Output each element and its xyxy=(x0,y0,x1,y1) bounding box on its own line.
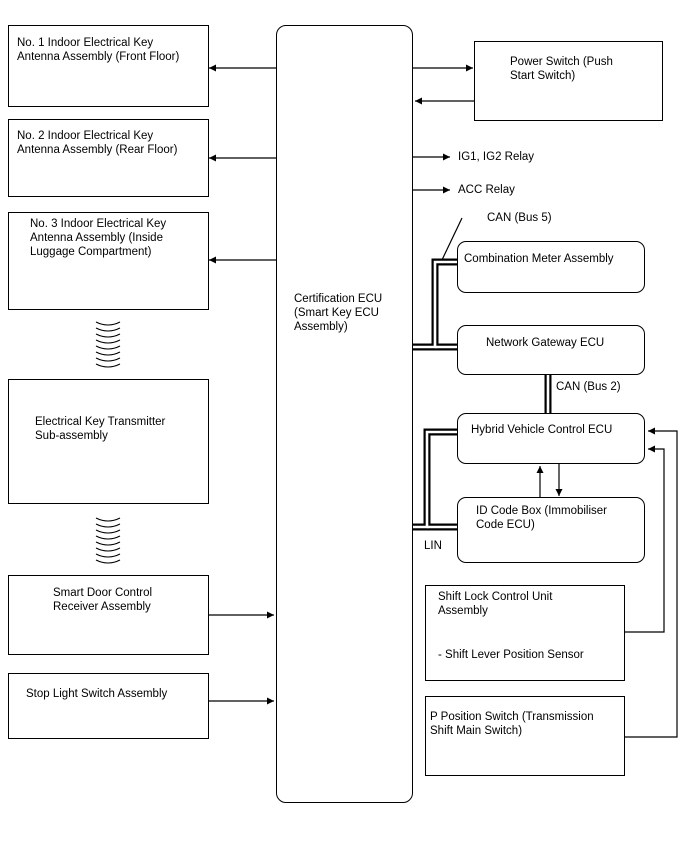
id-code-label: ID Code Box (Immobiliser Code ECU) xyxy=(476,505,608,531)
transmitter-label: Electrical Key Transmitter Sub-assembly xyxy=(35,416,166,442)
ig-relay-label: IG1, IG2 Relay xyxy=(458,151,535,163)
acc-relay-label: ACC Relay xyxy=(458,184,515,196)
antenna1-label: No. 1 Indoor Electrical Key Antenna Asse… xyxy=(17,37,180,63)
power-switch-box xyxy=(474,41,663,121)
can-bus5-label: CAN (Bus 5) xyxy=(487,212,552,224)
line-shift-lock-to-hybrid xyxy=(625,445,665,633)
certification-ecu-box xyxy=(276,25,413,803)
can-bus2-label: CAN (Bus 2) xyxy=(556,381,621,393)
shift-lock-sensor: - Shift Lever Position Sensor xyxy=(438,649,584,661)
antenna2-label: No. 2 Indoor Electrical Key Antenna Asse… xyxy=(17,130,178,156)
wireless-coil-icon xyxy=(95,321,121,368)
transmitter-box xyxy=(8,379,209,504)
id-code-box xyxy=(457,497,645,563)
hybrid-vehicle-label: Hybrid Vehicle Control ECU xyxy=(471,424,613,436)
shift-lock-box xyxy=(425,585,625,681)
combination-meter-box xyxy=(457,241,645,293)
shift-lock-title: Shift Lock Control Unit Assembly xyxy=(438,591,553,617)
lin-wire xyxy=(413,428,457,531)
wireless-coil-icon xyxy=(95,517,121,564)
network-gateway-box xyxy=(457,325,645,375)
antenna3-label: No. 3 Indoor Electrical Key Antenna Asse… xyxy=(30,218,167,258)
smart-door-box xyxy=(8,575,209,655)
can-bus5-wire xyxy=(413,258,457,351)
antenna3-box xyxy=(8,212,209,310)
smart-door-label: Smart Door Control Receiver Assembly xyxy=(53,587,153,613)
combination-meter-label: Combination Meter Assembly xyxy=(464,253,614,265)
power-switch-label: Power Switch (Push Start Switch) xyxy=(510,56,613,82)
stop-light-box xyxy=(8,673,209,739)
can-bus5-leader xyxy=(440,217,463,263)
p-position-box xyxy=(425,696,625,776)
antenna1-box xyxy=(8,25,209,107)
line-p-position-to-hybrid xyxy=(625,427,678,738)
certification-ecu-label: Certification ECU (Smart Key ECU Assembl… xyxy=(294,293,383,333)
network-gateway-label: Network Gateway ECU xyxy=(486,337,605,349)
lin-label: LIN xyxy=(424,540,442,552)
hybrid-vehicle-box xyxy=(457,413,645,464)
stop-light-label: Stop Light Switch Assembly xyxy=(26,688,168,700)
antenna2-box xyxy=(8,119,209,197)
p-position-label: P Position Switch (Transmission Shift Ma… xyxy=(430,711,594,737)
